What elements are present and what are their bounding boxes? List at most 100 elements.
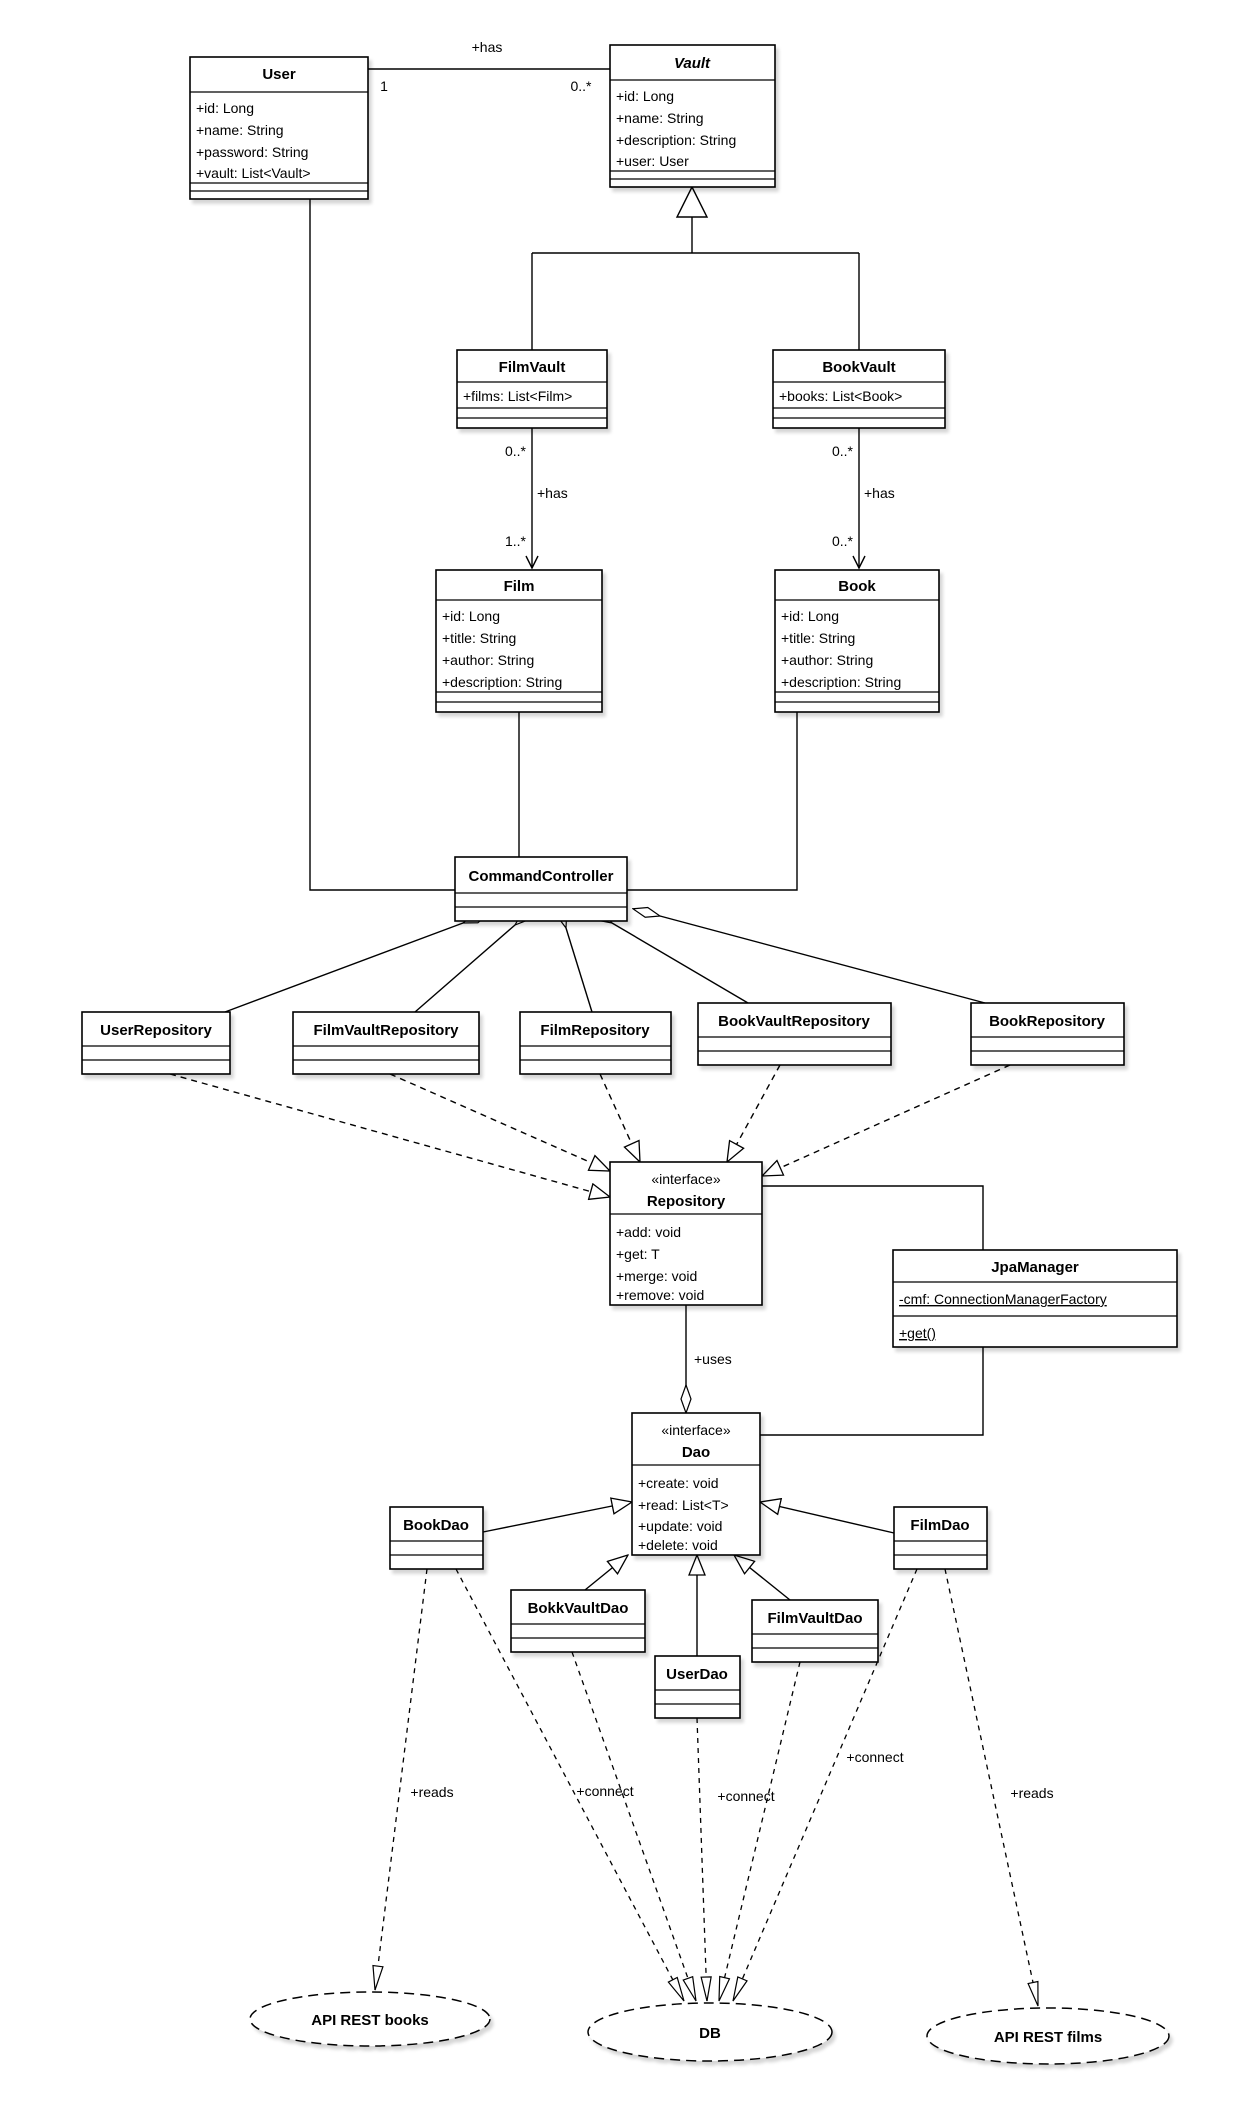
class-filmdao[interactable]: FilmDao: [893, 1506, 988, 1570]
association-label: +has: [537, 485, 568, 501]
class-filmrepository[interactable]: FilmRepository: [519, 1011, 672, 1075]
class-box[interactable]: [292, 1011, 480, 1075]
class-title: FilmVaultDao: [767, 1610, 862, 1627]
class-box[interactable]: [189, 56, 369, 200]
class-box[interactable]: [609, 1161, 763, 1306]
class-attribute: +author: String: [781, 652, 873, 668]
class-attribute: +author: String: [442, 652, 534, 668]
class-box[interactable]: [893, 1506, 988, 1570]
dependency-label: +reads: [410, 1784, 453, 1800]
interface-dao[interactable]: «interface» Dao +create: void +read: Lis…: [631, 1412, 761, 1556]
edges: [169, 68, 1039, 2007]
multiplicity-label: 0..*: [832, 533, 854, 549]
edge-userrepository-repository-realization: [169, 1073, 610, 1197]
edge-cc-filmrepository-aggregation: [566, 928, 593, 1013]
class-title: UserDao: [666, 1666, 728, 1683]
node-api-rest-books[interactable]: API REST books: [249, 1991, 491, 2047]
class-attribute: +id: Long: [616, 88, 674, 104]
class-userrepository[interactable]: UserRepository: [81, 1011, 231, 1075]
class-userdao[interactable]: UserDao: [654, 1655, 741, 1719]
edge-bookrepository-repository-realization: [762, 1064, 1011, 1176]
class-commandcontroller[interactable]: CommandController: [454, 856, 628, 922]
edge-cc-bookvaultrepository-aggregation: [612, 923, 749, 1004]
node-db[interactable]: DB: [587, 2002, 833, 2062]
class-title: UserRepository: [100, 1022, 212, 1039]
class-filmvaultrepository[interactable]: FilmVaultRepository: [292, 1011, 480, 1075]
class-title: Film: [504, 578, 535, 595]
class-title: User: [262, 66, 296, 83]
class-box[interactable]: [456, 349, 608, 429]
class-title: FilmVaultRepository: [313, 1022, 459, 1039]
class-box[interactable]: [454, 856, 628, 922]
class-attribute: +user: User: [616, 153, 689, 169]
edge-cc-filmvaultrepository-aggregation: [414, 925, 515, 1013]
class-bokkvaultdao[interactable]: BokkVaultDao: [510, 1589, 646, 1653]
ellipse[interactable]: [926, 2007, 1170, 2065]
class-title: FilmRepository: [540, 1022, 650, 1039]
class-title: Repository: [647, 1193, 726, 1210]
class-box[interactable]: [435, 569, 603, 713]
class-attribute: +id: Long: [781, 608, 839, 624]
class-jpamanager[interactable]: JpaManager -cmf: ConnectionManagerFactor…: [892, 1249, 1178, 1348]
class-bookdao[interactable]: BookDao: [389, 1506, 484, 1570]
class-title: CommandController: [468, 868, 613, 885]
class-box[interactable]: [609, 44, 776, 188]
class-method: +update: void: [638, 1518, 722, 1534]
class-filmvault[interactable]: FilmVault +films: List<Film>: [456, 349, 608, 429]
edge-userdao-db-connect: [696, 1717, 712, 2002]
class-box[interactable]: [970, 1002, 1125, 1066]
association-label: +uses: [694, 1351, 732, 1367]
generalization-triangle-vault: [675, 185, 709, 218]
class-attribute: +id: Long: [442, 608, 500, 624]
edge-cc-bookrepository-aggregation: [660, 916, 986, 1004]
class-film[interactable]: Film +id: Long +title: String +author: S…: [435, 569, 603, 713]
ellipse[interactable]: [587, 2002, 833, 2062]
class-user[interactable]: User +id: Long +name: String +password: …: [189, 56, 369, 200]
class-bookvault[interactable]: BookVault +books: List<Book>: [772, 349, 946, 429]
interface-repository[interactable]: «interface» Repository +add: void +get: …: [609, 1161, 763, 1306]
class-box[interactable]: [81, 1011, 231, 1075]
class-vault[interactable]: Vault +id: Long +name: String +descripti…: [609, 44, 776, 188]
class-box[interactable]: [519, 1011, 672, 1075]
edge-book-commandcontroller: [627, 712, 798, 891]
class-bookvaultrepository[interactable]: BookVaultRepository: [697, 1002, 892, 1066]
class-title: BokkVaultDao: [528, 1600, 629, 1617]
class-title: BookDao: [403, 1517, 469, 1534]
node-api-rest-films[interactable]: API REST films: [926, 2007, 1170, 2065]
class-book[interactable]: Book +id: Long +title: String +author: S…: [774, 569, 940, 713]
class-attribute: +books: List<Book>: [779, 388, 902, 404]
edge-bokkvaultdao-db-connect: [571, 1651, 697, 2002]
class-box[interactable]: [892, 1249, 1178, 1348]
class-title: FilmDao: [910, 1517, 969, 1534]
class-box[interactable]: [772, 349, 946, 429]
edge-filmdao-apifilms-reads: [944, 1568, 1039, 2007]
class-title: BookRepository: [989, 1013, 1106, 1030]
class-box[interactable]: [751, 1599, 879, 1663]
class-title: JpaManager: [991, 1259, 1079, 1276]
class-title: BookVaultRepository: [718, 1013, 870, 1030]
class-box[interactable]: [631, 1412, 761, 1556]
class-title: Dao: [682, 1444, 710, 1461]
class-attribute: +description: String: [781, 674, 901, 690]
edge-bookdao-dao-generalization: [482, 1502, 632, 1533]
ellipse[interactable]: [249, 1991, 491, 2047]
class-bookrepository[interactable]: BookRepository: [970, 1002, 1125, 1066]
class-attribute: +vault: List<Vault>: [196, 165, 311, 181]
class-method: +delete: void: [638, 1537, 718, 1553]
edge-filmrepository-repository-realization: [599, 1073, 640, 1162]
class-box[interactable]: [654, 1655, 741, 1719]
edge-vault-generalization-tree: [531, 217, 860, 350]
class-attribute: +title: String: [781, 630, 855, 646]
class-method: +merge: void: [616, 1268, 697, 1284]
class-box[interactable]: [389, 1506, 484, 1570]
class-box[interactable]: [774, 569, 940, 713]
class-box[interactable]: [697, 1002, 892, 1066]
class-box[interactable]: [510, 1589, 646, 1653]
edge-filmdao-dao-generalization: [760, 1502, 895, 1534]
class-title: Vault: [674, 55, 711, 72]
multiplicity-label: 0..*: [570, 78, 592, 94]
association-label: +has: [864, 485, 895, 501]
edge-labels: +has 1 0..* 0..* +has 1..* 0..* +has 0..…: [380, 39, 1054, 1804]
class-filmvaultdao[interactable]: FilmVaultDao: [751, 1599, 879, 1663]
association-label: +has: [472, 39, 503, 55]
